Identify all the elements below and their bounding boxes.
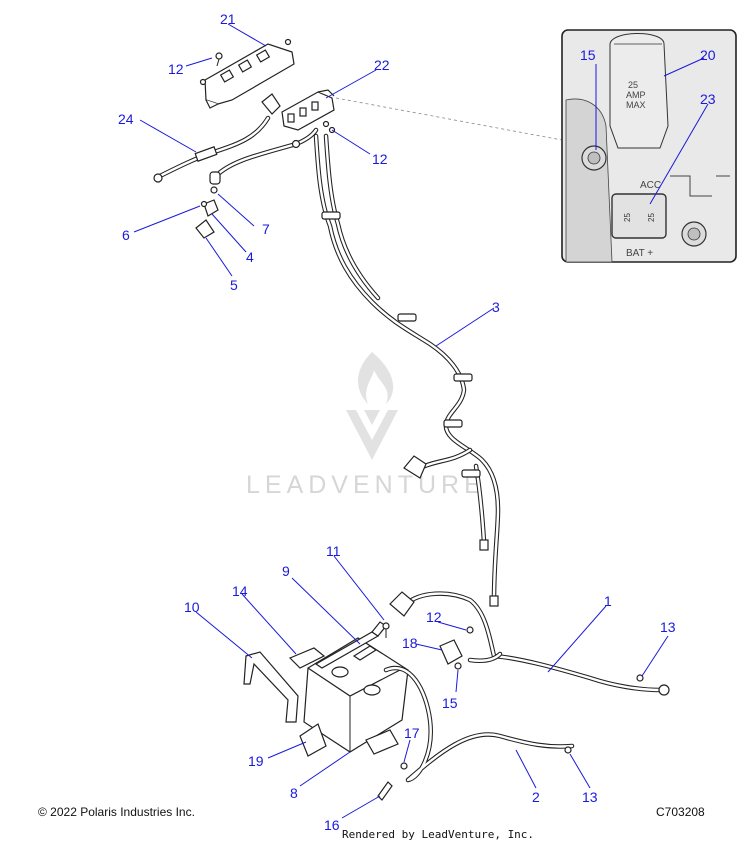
part-1-cable <box>389 591 670 696</box>
part-2-cable <box>383 665 575 783</box>
battery-pad <box>365 729 399 755</box>
part-7-nut <box>210 186 218 194</box>
copyright-text: © 2022 Polaris Industries Inc. <box>38 805 195 819</box>
part-6-screw <box>200 200 208 208</box>
inset-detail: 25 AMP MAX ACC 25 25 BAT + <box>561 29 737 263</box>
part-4-clip <box>203 199 219 217</box>
callout-19: 19 <box>248 753 264 769</box>
callout-18: 18 <box>402 635 418 651</box>
part-10-bracket <box>243 651 299 723</box>
callout-22: 22 <box>374 57 390 73</box>
callout-15: 15 <box>442 695 458 711</box>
callout-numbers: 21 12 22 24 12 6 7 4 5 3 15 20 23 11 9 1… <box>118 11 716 833</box>
harness-upper-branch <box>209 127 319 185</box>
fuse-small-right: 25 <box>647 213 656 222</box>
callout-7: 7 <box>262 221 270 237</box>
part-22-fuse-block <box>281 89 336 134</box>
callout-12: 12 <box>372 151 388 167</box>
callout-2: 2 <box>532 789 540 805</box>
acc-label: ACC <box>640 180 661 191</box>
part-16-screw <box>377 781 393 801</box>
callout-20: 20 <box>700 47 716 63</box>
callout-10: 10 <box>184 599 200 615</box>
rendered-by-text: Rendered by LeadVenture, Inc. <box>342 828 535 841</box>
part-14-pad <box>288 647 326 669</box>
callout-6: 6 <box>122 227 130 243</box>
fuse-label-max: MAX <box>626 100 646 110</box>
part-21-bracket <box>199 38 295 109</box>
callout-13: 13 <box>660 619 676 635</box>
part-15-nut-lower <box>454 662 462 670</box>
callout-8: 8 <box>290 785 298 801</box>
callout-15: 15 <box>580 47 596 63</box>
callout-24: 24 <box>118 111 134 127</box>
part-13-nut-right <box>636 674 644 682</box>
inset-dashed-guide <box>335 97 563 141</box>
fuse-small-left: 25 <box>623 213 632 222</box>
callout-9: 9 <box>282 563 290 579</box>
fuse-label-25: 25 <box>628 80 638 90</box>
part-19-pad <box>299 723 327 757</box>
callout-11: 11 <box>326 543 341 559</box>
part-13-nut-lower <box>564 746 572 754</box>
part-8-battery <box>303 637 409 753</box>
part-9-strap <box>314 621 387 669</box>
watermark-flame-icon <box>346 352 398 460</box>
callout-21: 21 <box>220 11 236 27</box>
leader-lines <box>133 23 709 819</box>
watermark: LEADVENTURE <box>246 352 486 499</box>
callout-4: 4 <box>246 249 254 265</box>
callout-12: 12 <box>168 61 184 77</box>
part-3-main-harness <box>313 133 501 607</box>
bat-plus-label: BAT + <box>626 248 653 259</box>
part-24-cable <box>153 93 281 183</box>
part-11-screw <box>382 622 390 638</box>
callout-14: 14 <box>232 583 248 599</box>
fuse-label-amp: AMP <box>626 90 646 100</box>
part-17-nut <box>400 762 408 770</box>
callout-3: 3 <box>492 299 500 315</box>
part-5-bracket <box>195 219 215 239</box>
callout-12: 12 <box>426 609 442 625</box>
callout-17: 17 <box>404 725 420 741</box>
watermark-text: LEADVENTURE <box>246 471 486 499</box>
callout-13: 13 <box>582 789 598 805</box>
callout-16: 16 <box>324 817 340 833</box>
callout-5: 5 <box>230 277 238 293</box>
drawing-id: C703208 <box>656 805 705 819</box>
callout-23: 23 <box>700 91 716 107</box>
part-12-screw-top <box>215 52 223 67</box>
part-18-bracket <box>439 639 463 665</box>
callout-1: 1 <box>604 593 612 609</box>
part-12-screw-lower <box>466 626 474 634</box>
